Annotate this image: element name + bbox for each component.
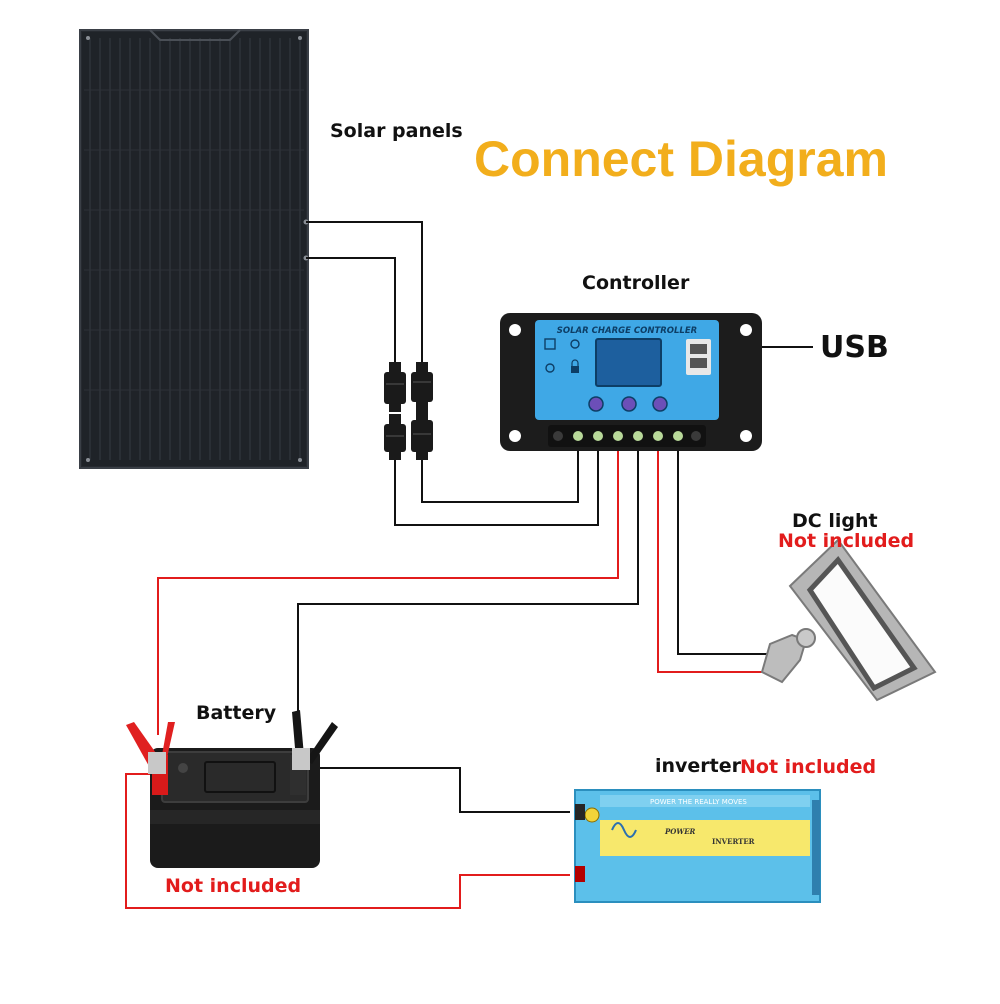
pv-wire-left xyxy=(394,448,599,526)
dc-light xyxy=(760,538,937,702)
battery-red-clamp xyxy=(126,722,175,774)
inverter-negative-wire xyxy=(318,767,570,813)
inverter-brand: POWER xyxy=(664,827,696,836)
inverter-model: INVERTER xyxy=(712,837,755,846)
battery-label: Battery xyxy=(196,702,277,724)
controller-label: Controller xyxy=(582,272,690,294)
load-positive-wire xyxy=(657,448,770,673)
battery-black-clamp xyxy=(292,710,338,770)
dc-light-not-included-note: Not included xyxy=(778,530,915,552)
load-negative-wire xyxy=(677,448,770,655)
diagram-title: Connect Diagram xyxy=(474,131,888,187)
controller-terminals xyxy=(548,425,706,447)
inverter-not-included-note: Not included xyxy=(740,756,877,778)
usb-label: USB xyxy=(820,330,889,365)
battery-negative-wire xyxy=(297,448,639,735)
controller-lcd xyxy=(595,338,662,387)
inverter: POWER THE REALLY MOVES POWER INVERTER xyxy=(574,789,821,903)
panel-wire-upper xyxy=(306,221,423,365)
wiring xyxy=(125,221,813,909)
inverter-tagline: POWER THE REALLY MOVES xyxy=(650,798,747,806)
inverter-label: inverter xyxy=(655,755,742,777)
mc4-connectors xyxy=(384,362,433,460)
battery-positive-wire xyxy=(157,448,619,735)
inverter-positive-wire xyxy=(125,773,570,909)
panel-wire-lower xyxy=(306,257,396,365)
controller-button-right xyxy=(652,396,668,412)
pv-wire-right xyxy=(421,448,579,503)
solar-panels-label: Solar panels xyxy=(330,120,463,142)
charge-controller: SOLAR CHARGE CONTROLLER xyxy=(500,313,762,451)
controller-button-left xyxy=(588,396,604,412)
controller-header: SOLAR CHARGE CONTROLLER xyxy=(557,326,697,336)
dc-light-label: DC light xyxy=(792,510,878,532)
solar-panel xyxy=(79,29,309,469)
battery-not-included-note: Not included xyxy=(165,875,302,897)
controller-button-middle xyxy=(621,396,637,412)
